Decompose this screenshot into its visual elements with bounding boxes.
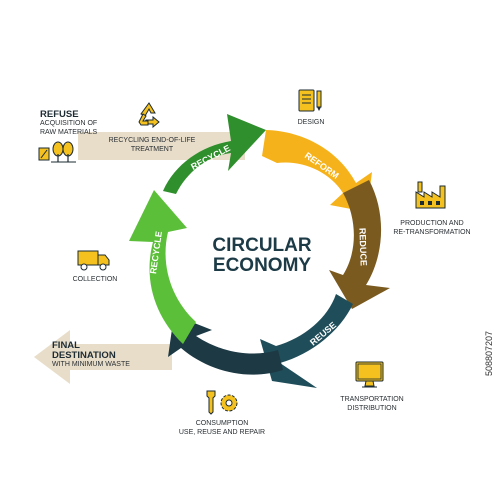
consumption-label: CONSUMPTION USE, REUSE AND REPAIR xyxy=(172,420,272,437)
final-line2: DESTINATION xyxy=(52,350,116,361)
final-line1: FINAL xyxy=(52,340,80,351)
design-document-icon xyxy=(298,89,322,112)
recycling-note-line2: TREATMENT xyxy=(130,145,174,153)
consumption-line2: USE, REUSE AND REPAIR xyxy=(178,428,266,436)
refuse-heading: REFUSE xyxy=(40,109,79,120)
transport-line2: DISTRIBUTION xyxy=(347,404,397,412)
recycle-icon xyxy=(138,102,160,129)
transport-label: TRANSPORTATION DISTRIBUTION xyxy=(332,396,412,413)
collection-label: COLLECTION xyxy=(66,276,124,285)
truck-icon xyxy=(77,250,110,271)
stock-id-watermark: 508807207 xyxy=(484,330,494,376)
segment-recycle-dark xyxy=(163,114,266,194)
consumption-line1: CONSUMPTION xyxy=(195,420,249,427)
production-line1: PRODUCTION AND xyxy=(400,220,464,227)
collection-text: COLLECTION xyxy=(72,276,118,283)
segment-label-reduce: REDUCE xyxy=(357,228,368,266)
final-destination-label: FINAL DESTINATION WITH MINIMUM WASTE xyxy=(52,341,167,370)
segment-reform xyxy=(262,130,372,212)
final-sub: WITH MINIMUM WASTE xyxy=(52,361,130,368)
refuse-text-line1: ACQUISITION OF xyxy=(40,120,98,127)
segment-recycle-light xyxy=(129,190,196,344)
factory-icon xyxy=(415,181,446,209)
segment-reduce xyxy=(329,180,390,309)
center-title-line2: ECONOMY xyxy=(213,255,312,276)
final-destination-arrow xyxy=(34,330,172,384)
design-label: DESIGN xyxy=(286,119,336,128)
segment-reuse-navy xyxy=(168,315,283,375)
trees-icon xyxy=(38,141,76,163)
segment-reuse-teal xyxy=(260,294,353,388)
refuse-text-line2: RAW MATERIALS xyxy=(40,128,98,136)
transport-line1: TRANSPORTATION xyxy=(340,396,404,403)
recycling-note-line1: RECYCLING END-OF-LIFE xyxy=(108,137,196,144)
recycling-note-label: RECYCLING END-OF-LIFE TREATMENT xyxy=(98,137,206,154)
monitor-icon xyxy=(355,361,384,388)
center-title-line1: CIRCULAR xyxy=(212,235,311,256)
tools-gear-icon xyxy=(206,390,238,415)
refuse-label: REFUSE ACQUISITION OF RAW MATERIALS xyxy=(40,110,150,137)
production-label: PRODUCTION AND RE-TRANSFORMATION xyxy=(387,220,477,237)
production-line2: RE-TRANSFORMATION xyxy=(393,228,471,236)
design-text: DESIGN xyxy=(297,119,325,126)
